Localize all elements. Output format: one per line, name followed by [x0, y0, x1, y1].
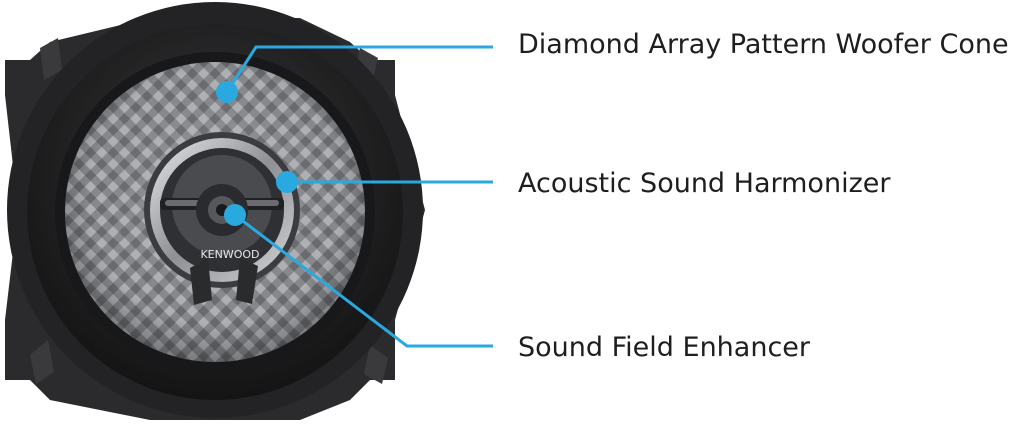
- callout-label-harmonizer: Acoustic Sound Harmonizer: [518, 168, 891, 199]
- tweeter-assembly: KENWOOD: [144, 132, 300, 305]
- callout-line-sound-field-enhancer: [234, 213, 493, 348]
- callout-label-woofer-cone: Diamond Array Pattern Woofer Cone: [518, 29, 1009, 60]
- callout-dot-sound-field-enhancer: [224, 204, 246, 226]
- callout-dot-woofer-cone: [216, 81, 238, 103]
- brand-logo: KENWOOD: [200, 248, 259, 261]
- callout-line-woofer-cone: [225, 45, 493, 93]
- callout-label-sound-field-enhancer: Sound Field Enhancer: [518, 332, 811, 363]
- callout-dot-harmonizer: [276, 171, 298, 193]
- callout-lines: [216, 45, 493, 348]
